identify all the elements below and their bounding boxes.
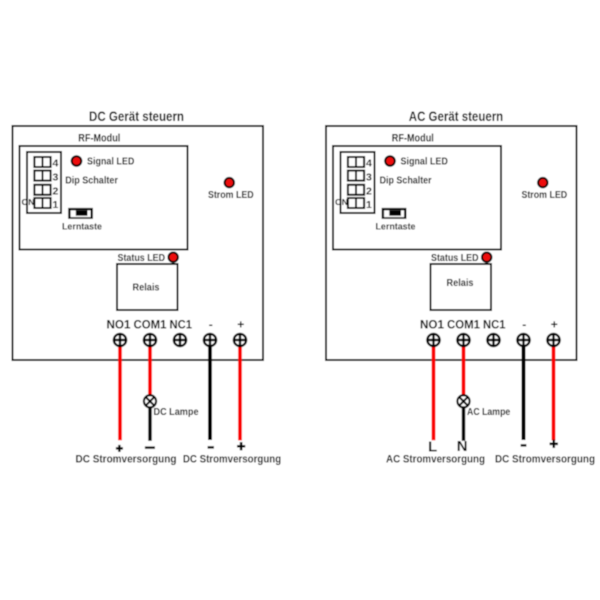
svg-text:Strom LED: Strom LED (208, 190, 254, 201)
svg-text:NC1: NC1 (483, 317, 506, 331)
svg-text:3: 3 (53, 171, 59, 183)
svg-text:DC Stromversorgung: DC Stromversorgung (76, 454, 177, 466)
svg-text:Status LED: Status LED (118, 253, 166, 264)
svg-text:Relais: Relais (133, 282, 160, 294)
svg-text:NC1: NC1 (170, 317, 193, 331)
svg-text:NO1: NO1 (107, 317, 131, 331)
svg-text:DC Stromversorgung: DC Stromversorgung (183, 454, 281, 466)
svg-text:Dip Schalter: Dip Schalter (380, 175, 432, 186)
svg-text:AC Gerät steuern: AC Gerät steuern (409, 108, 503, 124)
svg-text:3: 3 (366, 171, 372, 183)
svg-text:N: N (457, 438, 468, 455)
svg-text:1: 1 (366, 199, 372, 211)
svg-text:AC Lampe: AC Lampe (467, 407, 511, 418)
svg-text:Status LED: Status LED (431, 253, 479, 264)
svg-text:1: 1 (53, 199, 59, 211)
svg-text:-: - (522, 317, 526, 331)
svg-text:Strom LED: Strom LED (521, 190, 567, 201)
svg-text:2: 2 (366, 185, 372, 197)
svg-text:Signal LED: Signal LED (87, 156, 134, 167)
svg-text:Signal LED: Signal LED (401, 156, 448, 167)
svg-text:ON: ON (22, 197, 35, 207)
svg-text:Dip Schalter: Dip Schalter (65, 175, 118, 186)
svg-text:DC Stromversorgung: DC Stromversorgung (495, 454, 595, 466)
svg-text:AC Stromversorgung: AC Stromversorgung (386, 454, 485, 466)
svg-text:+: + (551, 317, 558, 331)
svg-text:L: L (428, 439, 437, 456)
svg-text:COM1: COM1 (447, 317, 480, 331)
svg-text:Lerntaste: Lerntaste (376, 221, 416, 231)
svg-text:DC Lampe: DC Lampe (154, 407, 199, 418)
svg-text:COM1: COM1 (134, 317, 167, 331)
svg-text:Lerntaste: Lerntaste (62, 221, 102, 231)
svg-text:ON: ON (335, 197, 348, 207)
svg-text:4: 4 (366, 157, 372, 169)
svg-text:2: 2 (53, 185, 59, 197)
svg-text:4: 4 (53, 157, 59, 169)
svg-text:Relais: Relais (447, 277, 474, 289)
svg-text:NO1: NO1 (420, 317, 444, 331)
svg-text:+: + (237, 317, 244, 331)
svg-text:-: - (209, 317, 213, 331)
svg-text:DC Gerät steuern: DC Gerät steuern (89, 108, 184, 124)
svg-text:RF-Modul: RF-Modul (78, 133, 120, 145)
svg-text:RF-Modul: RF-Modul (392, 133, 434, 145)
